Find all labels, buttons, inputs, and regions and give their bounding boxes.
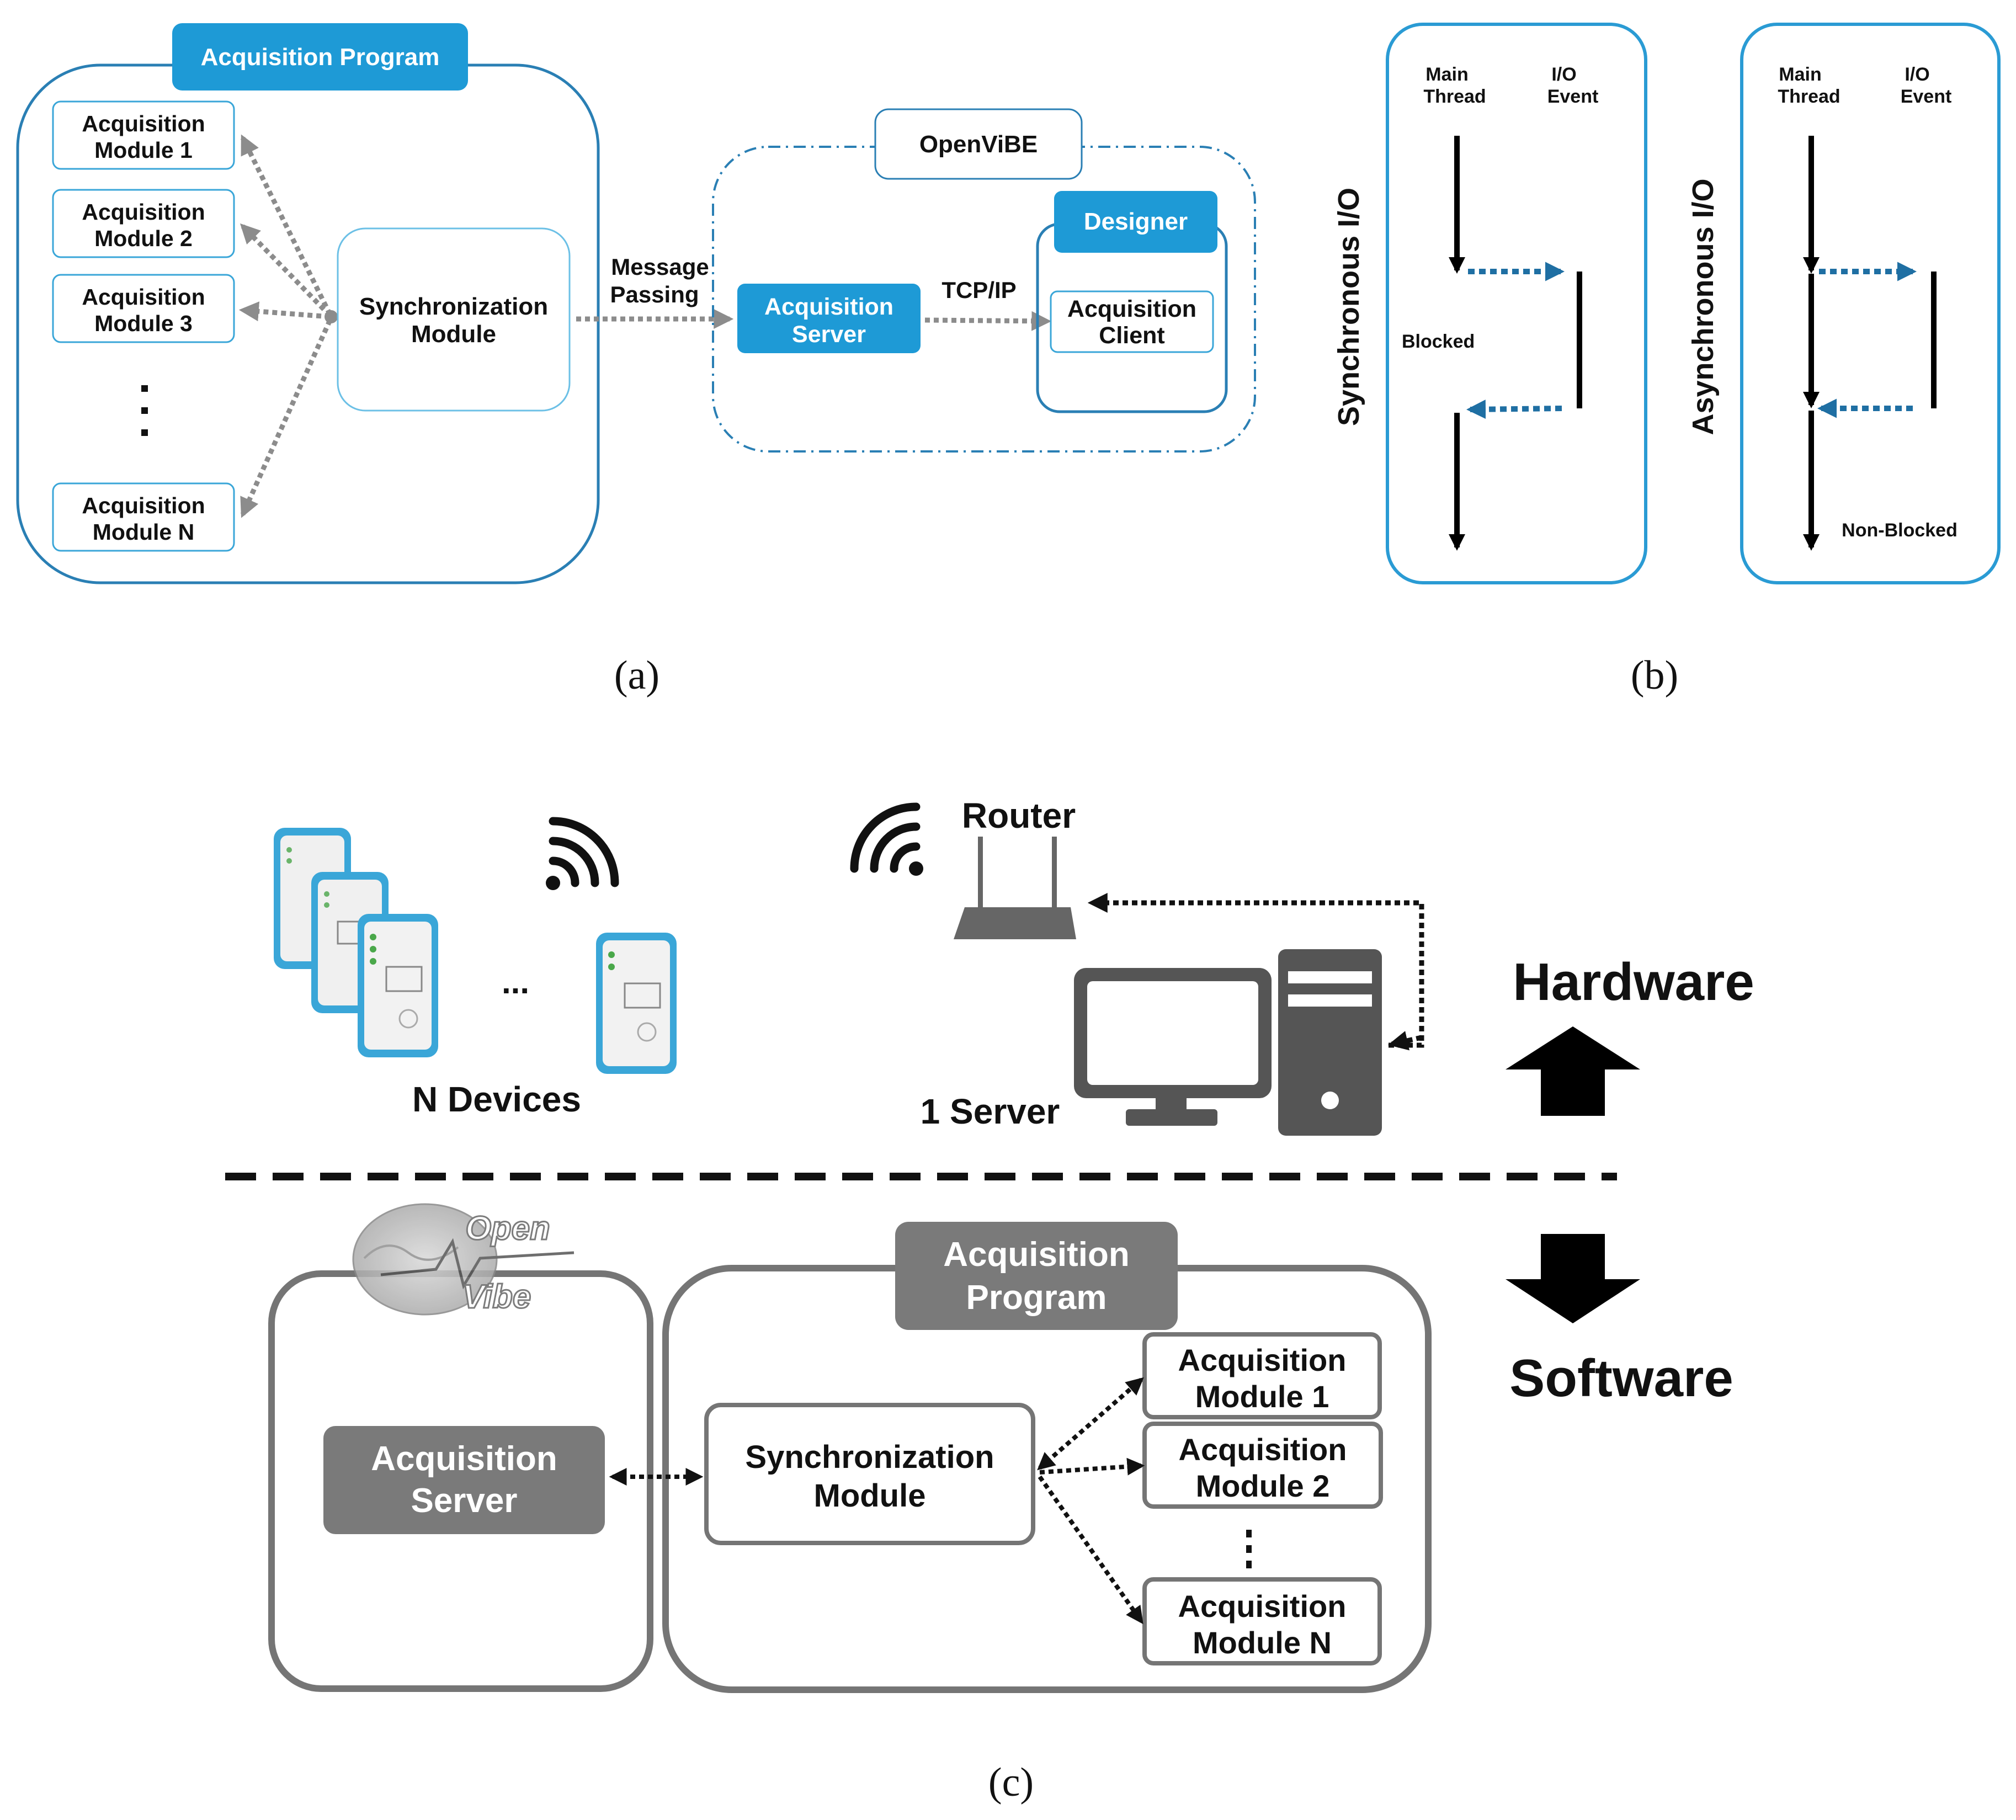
designer-title-box [1054, 191, 1217, 253]
acquisition-server-label: Acquisition [371, 1440, 557, 1478]
acquisition-program-title-box-c [895, 1222, 1178, 1330]
vertical-ellipsis-c [1246, 1530, 1252, 1568]
acquisition-module-1-c: Acquisition Module 1 [1142, 1332, 1382, 1419]
asynchronous-io-label: Asynchronous I/O [1687, 178, 1720, 435]
acquisition-server-box [737, 284, 921, 353]
router-label: Router [962, 796, 1076, 836]
acquisition-client-label: Acquisition [1067, 296, 1196, 322]
synchronization-module-label: Synchronization [745, 1439, 994, 1475]
tcp-ip-label: TCP/IP [941, 277, 1016, 303]
module-label: Module 2 [1196, 1468, 1330, 1503]
acquisition-program-title-c: Program [966, 1279, 1107, 1317]
synchronization-module-box-c [704, 1403, 1035, 1545]
hardware-label: Hardware [1513, 952, 1754, 1012]
router-icon [954, 837, 1076, 939]
server-router-link [1087, 893, 1424, 1048]
main-thread-label: Thread [1778, 86, 1840, 107]
non-blocked-label: Non-Blocked [1842, 520, 1958, 541]
synchronization-module-box [337, 227, 571, 412]
module-label: Module 2 [94, 226, 193, 251]
up-arrow-icon [1506, 1026, 1640, 1116]
acquisition-program-title-box [172, 23, 468, 91]
device-icon [596, 933, 677, 1074]
acquisition-module-2: Acquisition Module 2 [52, 189, 235, 258]
acquisition-module-2-c: Acquisition Module 2 [1142, 1422, 1383, 1509]
tcp-ip-arrow [924, 311, 1052, 331]
synchronous-io-label: Synchronous I/O [1332, 188, 1365, 426]
main-thread-label: Main [1779, 64, 1821, 85]
wifi-icon [850, 802, 923, 876]
openvibe-logo: Open Vibe [352, 1203, 575, 1316]
module-label: Module 3 [94, 311, 193, 336]
module-label: Module N [93, 519, 194, 545]
acquisition-program-title: Acquisition Program [201, 44, 440, 71]
main-thread-label: Main [1425, 64, 1468, 85]
wifi-icon [546, 817, 619, 890]
module-connectors [238, 134, 333, 518]
sync-module-links [1037, 1377, 1145, 1625]
panel-a: Acquisition Program Acquisition Module 1… [16, 23, 1256, 698]
software-label: Software [1509, 1349, 1733, 1408]
acquisition-server-label: Server [411, 1482, 517, 1520]
module-label: Module N [1193, 1625, 1332, 1660]
server-router-link-start [1387, 1031, 1422, 1051]
module-label: Acquisition [82, 111, 205, 136]
devices-ellipsis: ... [502, 964, 529, 1001]
designer-title: Designer [1084, 208, 1188, 235]
module-label: Acquisition [1178, 1343, 1347, 1377]
panel-b: Main Thread I/O Event Blocked Synchronou… [1332, 23, 2001, 698]
acquisition-module-n: Acquisition Module N [52, 482, 235, 552]
acquisition-client-label: Client [1099, 322, 1164, 349]
server-label: 1 Server [921, 1092, 1060, 1131]
panel-c: ... N Devices Router [225, 796, 1754, 1805]
message-passing-label: Message [611, 254, 709, 280]
module-label: Module 1 [94, 137, 193, 163]
acquisition-module-3: Acquisition Module 3 [52, 274, 235, 343]
io-event-label: I/O [1551, 64, 1576, 85]
openvibe-container [712, 146, 1256, 453]
io-event-label: Event [1547, 86, 1599, 107]
asynchronous-io-box [1740, 23, 2001, 584]
module-label: Acquisition [82, 493, 205, 518]
module-label: Acquisition [82, 199, 205, 225]
acquisition-client-box [1050, 290, 1214, 353]
openvibe-title-box [874, 108, 1083, 180]
acquisition-module-n-c: Acquisition Module N [1142, 1577, 1382, 1665]
main-thread-label: Thread [1423, 86, 1486, 107]
message-passing-label: Passing [610, 281, 699, 307]
acquisition-server-box-c [323, 1426, 605, 1534]
caption-c: (c) [988, 1760, 1034, 1805]
io-event-label: Event [1901, 86, 1952, 107]
down-arrow-icon [1506, 1234, 1640, 1323]
io-event-label: I/O [1905, 64, 1929, 85]
synchronization-module-label: Synchronization [359, 293, 548, 320]
module-label: Acquisition [82, 284, 205, 310]
n-devices-label: N Devices [412, 1079, 581, 1119]
synchronization-module-label: Module [411, 321, 496, 348]
module-label: Module 1 [1195, 1379, 1329, 1414]
acquisition-server-label: Server [792, 321, 866, 348]
acquisition-module-1: Acquisition Module 1 [52, 100, 235, 170]
vertical-ellipsis [141, 385, 148, 436]
openvibe-title: OpenViBE [919, 131, 1038, 158]
acquisition-server-label: Acquisition [764, 294, 893, 320]
caption-a: (a) [614, 653, 659, 698]
device-icon [358, 914, 438, 1057]
synchronization-module-label: Module [814, 1478, 926, 1514]
logo-text: Open [465, 1210, 550, 1247]
caption-b: (b) [1631, 653, 1678, 698]
blocked-label: Blocked [1402, 331, 1475, 352]
io-return-arrow [1466, 400, 1562, 419]
server-icon [1074, 949, 1382, 1136]
synchronous-io-box [1386, 23, 1647, 584]
acquisition-program-title-c: Acquisition [943, 1236, 1130, 1274]
module-label: Acquisition [1179, 1432, 1347, 1467]
module-label: Acquisition [1178, 1589, 1347, 1624]
logo-text: Vibe [462, 1278, 531, 1315]
